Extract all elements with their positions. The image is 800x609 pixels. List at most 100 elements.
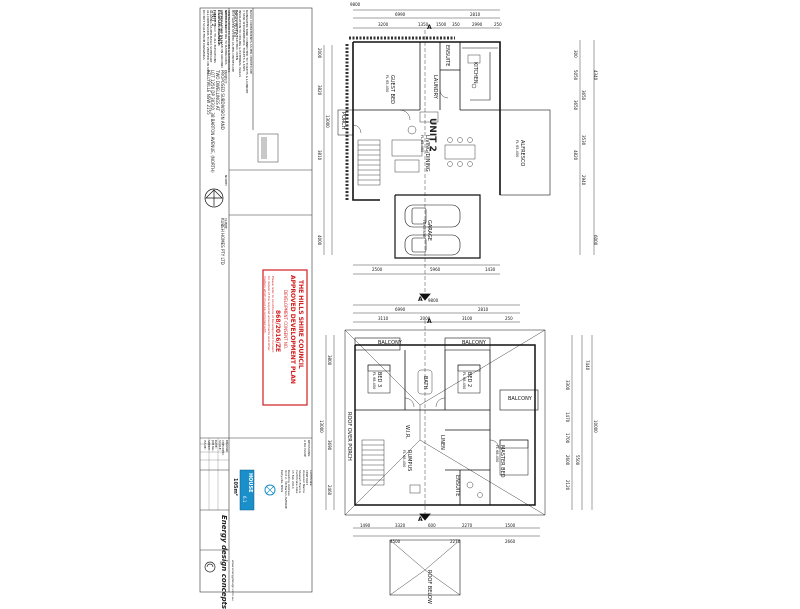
- sqm-value: 105m²: [232, 478, 238, 496]
- dimension: 3110: [378, 316, 389, 321]
- star-rating: 6.1: [242, 496, 247, 503]
- room-name: LAUNDRY: [432, 75, 438, 99]
- ground-floor-plan: [323, 9, 595, 301]
- dimension: 2600: [565, 455, 570, 466]
- company-name: Energy design concepts: [220, 515, 228, 609]
- room-name: BED 3: [376, 372, 382, 388]
- dimension: 3200: [378, 22, 389, 27]
- room-name: W.I.R.: [404, 425, 410, 439]
- dimension: 2990: [472, 22, 483, 27]
- room-label: ROOF BELOW: [426, 570, 432, 604]
- room-name: MASTER BED: [499, 445, 505, 478]
- stamp-council: THE HILLS SHIRE COUNCIL: [297, 280, 304, 369]
- dimension: 5960: [430, 267, 441, 272]
- north-arrow: [204, 188, 224, 208]
- section-mark: A: [427, 318, 432, 325]
- room-label: LAUNDRY: [432, 75, 438, 99]
- dimension: 3820: [317, 85, 322, 96]
- revisions-list: REVISIONS:A DA ISSUE: [303, 440, 311, 458]
- section-mark: A: [418, 296, 423, 303]
- room-label: ENSUITE: [454, 475, 460, 496]
- room-label: BATH: [422, 376, 428, 389]
- dimension: 6990: [395, 12, 406, 17]
- dimension: 2270: [462, 523, 473, 528]
- room-name: LIVING/DINING: [424, 135, 430, 172]
- room-name: ENSUITE: [444, 45, 450, 67]
- project-line: KELLYVILLE NSW 2155: [205, 70, 211, 115]
- dimension: 1350: [418, 22, 429, 27]
- dimension: 2000: [420, 316, 431, 321]
- section-mark: A: [427, 24, 432, 31]
- dimension: 4000: [317, 235, 322, 246]
- stamp-consent-number: 868/2016/ZE: [274, 310, 281, 353]
- dimension: 6990: [395, 307, 406, 312]
- room-name: RUMPUS: [406, 450, 412, 472]
- dimension: 1490: [360, 523, 371, 528]
- house-label: HOUSE: [247, 473, 253, 493]
- room-label: ROOF OVER PORCH: [346, 412, 352, 461]
- room-name: BALCONY: [508, 396, 532, 402]
- room-name: ALFRESCO: [519, 140, 525, 167]
- dimension: 5500: [575, 455, 580, 466]
- dimension: 3100: [462, 316, 473, 321]
- info-block-rows: DRAWN:CHECKED:SCALE:DATE:JOB No.:SHEET:I…: [203, 440, 229, 456]
- room-label: BALCONY: [462, 340, 486, 346]
- room-label: W.I.R.: [404, 425, 410, 439]
- first-floor-plan: [325, 304, 593, 596]
- room-name: BED 2: [466, 372, 472, 388]
- dimension: 13000: [319, 420, 324, 433]
- stamp-consent-label: DEVELOPMENT CONSENT NO.: [283, 290, 288, 350]
- dimension: 250: [505, 316, 513, 321]
- dimension: 6000: [593, 235, 598, 246]
- stamp-note-3: matters which must be complied with.: [263, 276, 267, 334]
- stamp-approved: APPROVED DEVELOPMENT PLAN: [289, 275, 296, 384]
- section-mark: A: [418, 516, 423, 523]
- info-block-grid: [200, 438, 229, 510]
- room-label: BALCONY: [378, 340, 402, 346]
- dimension: 4500: [390, 539, 401, 544]
- room-label: ENSUITE: [444, 45, 450, 66]
- north-label: NORTH: [224, 175, 228, 186]
- dimension: 350: [452, 22, 460, 27]
- room-name: ENSUITE: [454, 475, 460, 497]
- room-label: LINEN: [439, 435, 445, 450]
- title-strip-frame: [199, 7, 313, 593]
- floor-level: FL 68.450: [372, 372, 376, 390]
- room-name: PORCH: [340, 112, 346, 130]
- dimension: 1500: [436, 22, 447, 27]
- dimension: 2660: [505, 539, 516, 544]
- ground-overall-width: 9800: [350, 2, 361, 7]
- dimension: 10000: [593, 420, 598, 433]
- room-name: BALCONY: [462, 340, 486, 346]
- dimension: 3650: [573, 100, 578, 111]
- company-logo: [204, 561, 216, 573]
- dimension: 600: [428, 523, 436, 528]
- revision-line: A DA ISSUE: [303, 440, 308, 458]
- info-row: ISSUE:: [203, 440, 208, 450]
- dimension: 2810: [470, 12, 481, 17]
- dimension: 250: [494, 22, 502, 27]
- dimension: 5050: [573, 70, 578, 81]
- room-name: ROOF OVER PORCH: [346, 412, 352, 461]
- room-label: KITCHEN: [472, 62, 478, 84]
- council-stamp: [262, 269, 308, 406]
- room-name: GARAGE: [426, 220, 432, 241]
- sheet-title: FLOOR PLANS: [216, 10, 222, 45]
- dimension: 2940: [581, 175, 586, 186]
- dimension: 1470: [565, 412, 570, 423]
- dimension: 4340: [593, 70, 598, 81]
- room-name: KITCHEN: [472, 62, 478, 84]
- dimension: 7440: [585, 360, 590, 371]
- dimension: 3650: [581, 90, 586, 101]
- house-energy-badge: [239, 469, 276, 511]
